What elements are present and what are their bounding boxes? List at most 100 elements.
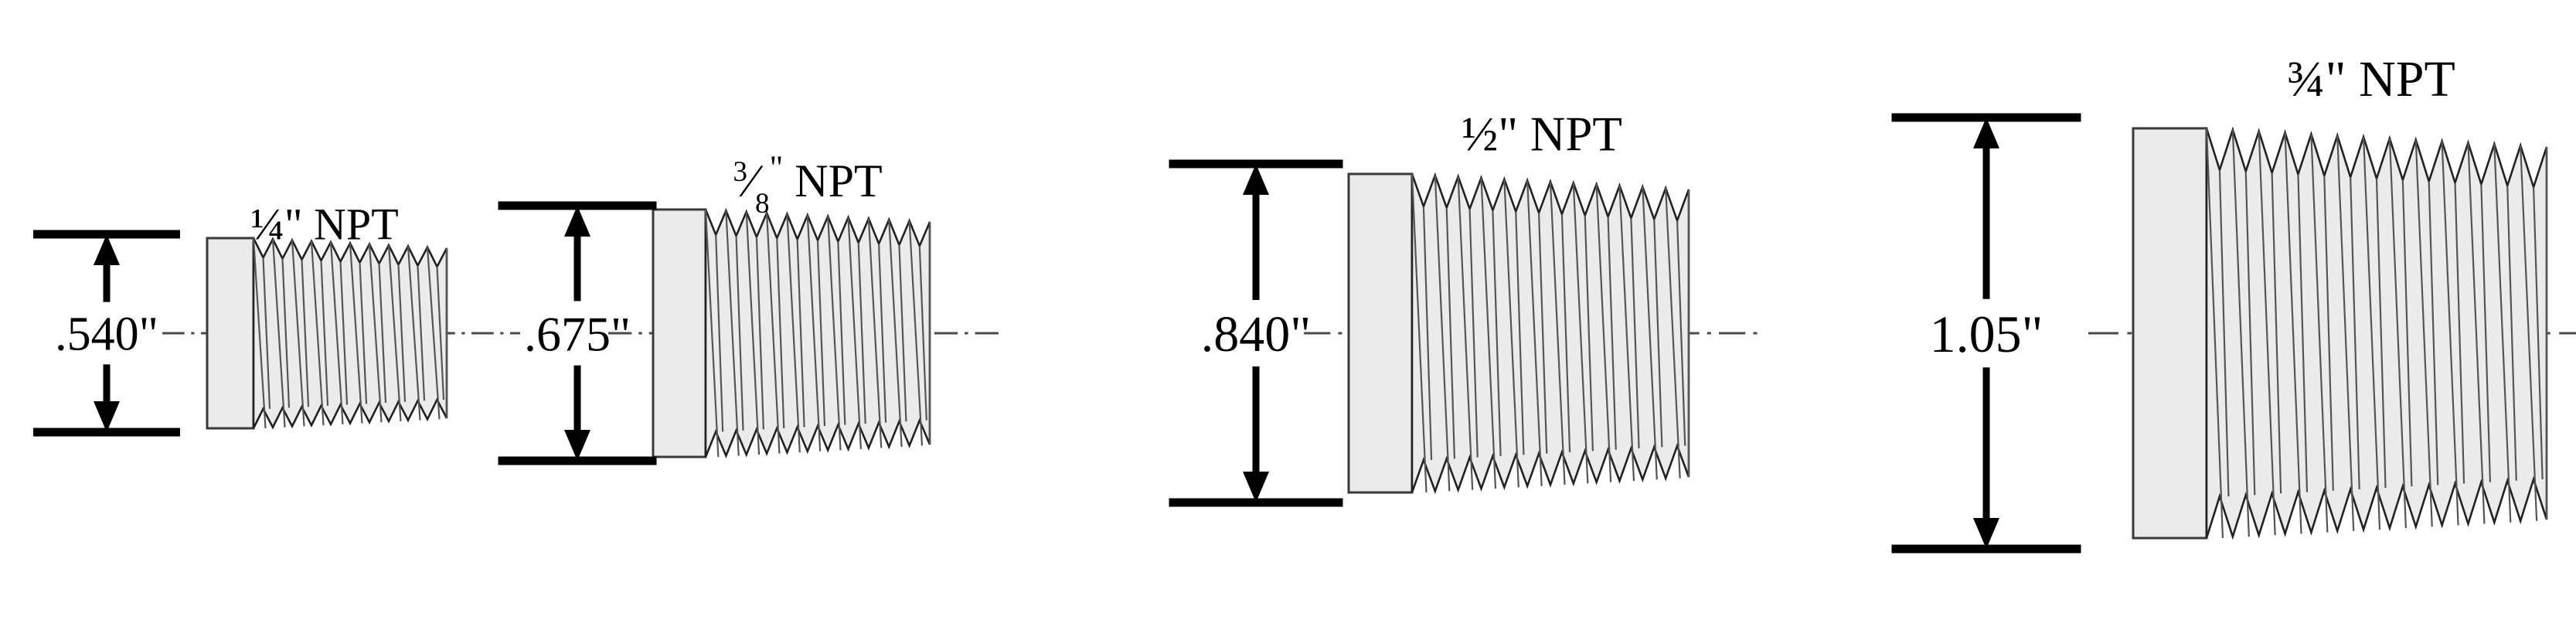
thread-root-line <box>877 244 887 423</box>
arrow-head-up <box>94 234 120 265</box>
thread-root-line <box>2350 177 2360 489</box>
dimension-label: .540" <box>55 308 158 361</box>
thread-flank-line <box>725 210 740 456</box>
thread-flank-line <box>1411 173 1428 493</box>
thread-root-line <box>1676 220 1686 446</box>
thread-root-line <box>436 266 445 400</box>
thread-root-line <box>1537 213 1548 454</box>
thread-flank-line <box>2336 135 2355 531</box>
fitting-npt-half: .840" ½" NPT <box>1169 107 1762 507</box>
thread-flank-line <box>426 247 441 420</box>
thread-flank-line <box>387 245 402 421</box>
thread-root-line <box>2506 186 2517 481</box>
thread-root-line <box>898 244 907 422</box>
fitting-title: ¼" NPT <box>250 199 398 250</box>
arrow-head-down <box>94 401 120 432</box>
thread-flank-line <box>806 215 822 451</box>
thread-flank-line <box>786 213 801 453</box>
arrow-head-up <box>564 206 590 237</box>
fitting-npt-three-eighths: .675" 3⁄8" NPT <box>498 150 1003 465</box>
thread-root-line <box>2480 184 2492 482</box>
thread-root-line <box>339 261 349 405</box>
thread-flank-line <box>2493 144 2512 523</box>
thread-root-line <box>715 234 724 432</box>
thread-flank-line <box>407 246 421 421</box>
thread-root-line <box>1560 213 1571 453</box>
thread-root-line <box>837 241 846 425</box>
fitting-title: 3⁄8" NPT <box>733 150 882 220</box>
thread-root-line <box>2218 169 2230 497</box>
arrow-head-down <box>1973 518 1999 549</box>
dimension-label: .840" <box>1201 306 1311 363</box>
thread-flank-line <box>1503 179 1519 488</box>
fitting-npt-three-quarters: 1.05" ¾" NPT <box>1891 51 2576 554</box>
thread-root-line <box>776 238 785 428</box>
shoulder-block <box>652 208 707 458</box>
thread-flank-line <box>908 220 924 446</box>
thread-root-line <box>1653 219 1663 448</box>
thread-root-line <box>2454 182 2465 484</box>
thread-flank-line <box>2362 137 2381 530</box>
thread-root-line <box>2297 174 2309 492</box>
thread-flank-line <box>1665 188 1681 479</box>
thread-flank-line <box>888 220 903 447</box>
thread-flank-line <box>1457 176 1474 490</box>
thread-flank-line <box>2231 129 2250 537</box>
thread-flank-line <box>765 213 781 454</box>
thread-flank-line <box>291 240 305 427</box>
thread-root-line <box>359 262 368 404</box>
thread-root-line <box>816 240 826 427</box>
thread-root-line <box>378 263 387 404</box>
arrow-head-down <box>1243 472 1269 503</box>
thread-flank-line <box>867 218 883 448</box>
thread-flank-line <box>368 244 383 423</box>
thread-root-line <box>1607 216 1617 450</box>
arrow-head-down <box>564 430 590 461</box>
thread-flank-line <box>1434 175 1451 492</box>
thread-flank-line <box>2520 145 2538 521</box>
thread-flank-line <box>2258 131 2276 536</box>
thread-root-line <box>857 242 866 424</box>
thread-root-line <box>1630 217 1640 449</box>
thread-flank-line <box>2467 142 2486 524</box>
thread-root-line <box>2244 171 2256 496</box>
thread-flank-line <box>2284 132 2302 534</box>
thread-root-line <box>1515 211 1525 455</box>
thread-flank-line <box>310 240 325 426</box>
thread-root-line <box>1445 207 1456 459</box>
thread-flank-line <box>1642 186 1658 480</box>
thread-flank-line <box>329 242 344 424</box>
thread-root-line <box>2271 172 2282 494</box>
thread-flank-line <box>271 239 286 428</box>
thread-root-line <box>301 259 310 407</box>
thread-root-line <box>320 261 329 406</box>
thread-root-line <box>2428 181 2439 486</box>
thread-flank-line <box>2414 139 2433 527</box>
thread-flank-line <box>1595 184 1612 482</box>
thread-flank-line <box>1549 181 1566 486</box>
thread-flank-line <box>252 237 267 429</box>
dimension-label: 1.05" <box>1930 305 2043 363</box>
thread-root-line <box>2323 175 2334 491</box>
thread-flank-line <box>1618 185 1635 482</box>
shoulder-block <box>1347 172 1414 494</box>
fitting-title: ¾" NPT <box>2287 51 2455 107</box>
thread-root-line <box>1422 206 1433 461</box>
fitting-title: ½" NPT <box>1462 107 1622 162</box>
thread-root-line <box>397 264 407 402</box>
thread-flank-line <box>847 217 862 449</box>
thread-root-line <box>2401 179 2413 487</box>
thread-flank-line <box>349 243 363 424</box>
thread-flank-line <box>704 209 720 458</box>
thread-root-line <box>918 246 927 421</box>
arrow-head-up <box>1973 118 1999 148</box>
shoulder-block <box>206 237 255 430</box>
shoulder-block <box>2132 127 2208 540</box>
thread-flank-line <box>2388 138 2408 529</box>
dimension-label: .675" <box>524 306 631 361</box>
thread-root-line <box>1468 209 1479 458</box>
thread-flank-line <box>2205 128 2224 539</box>
thread-root-line <box>735 236 744 431</box>
thread-flank-line <box>2441 141 2459 526</box>
